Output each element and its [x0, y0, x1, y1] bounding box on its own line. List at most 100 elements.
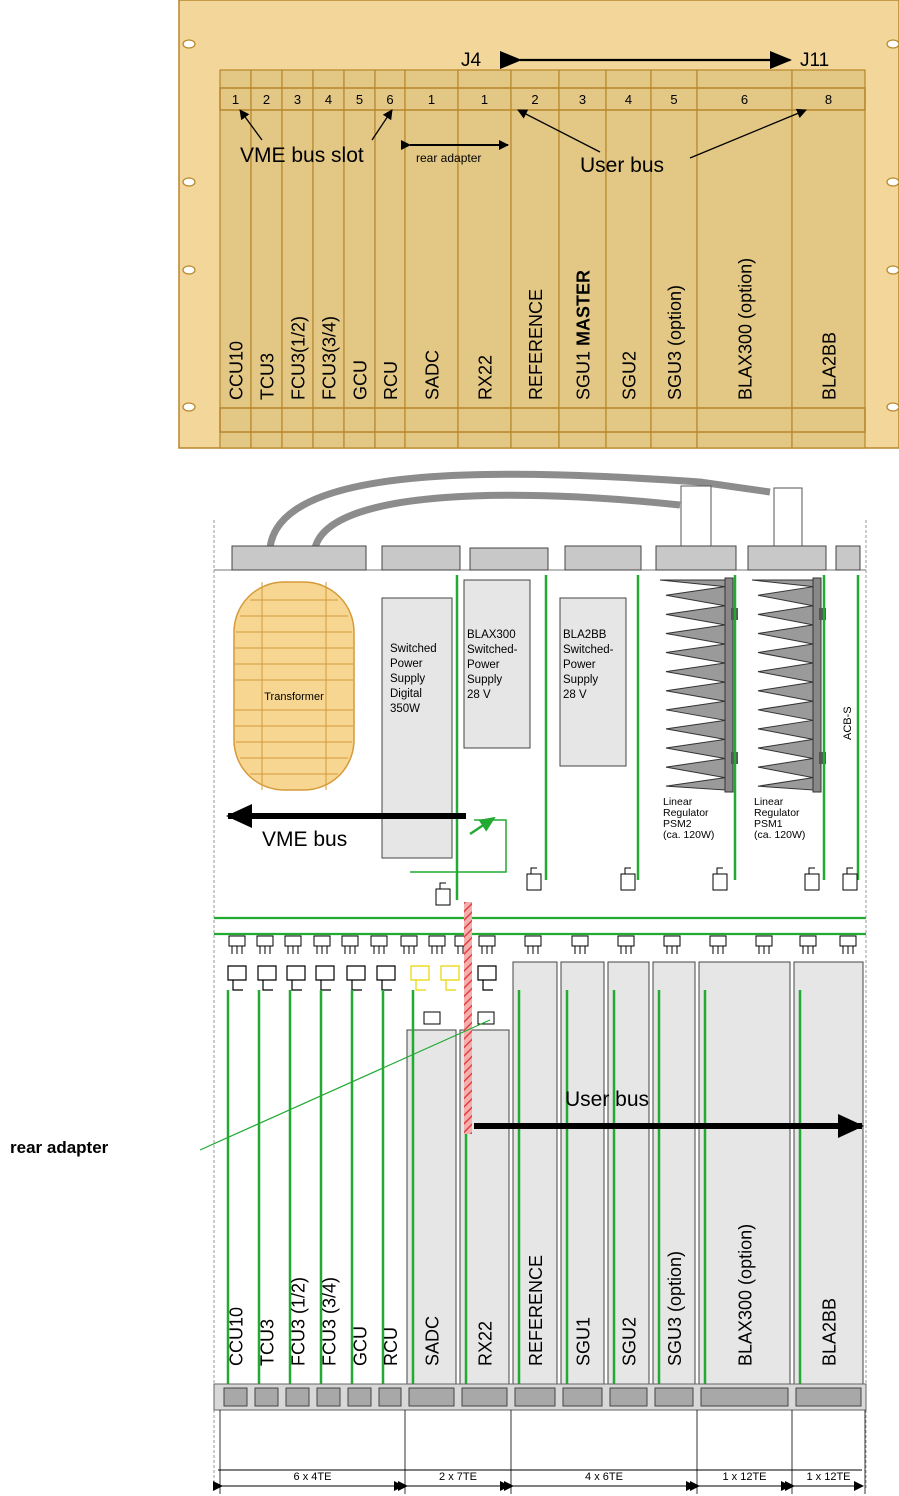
psu-label-line: Supply: [563, 674, 598, 686]
psu-label-line: Digital: [390, 688, 422, 700]
top-slot-column: [219, 69, 252, 449]
vme-slot-pointer-left: [239, 109, 263, 141]
bottom-card-label: BLAX300 (option): [736, 1224, 756, 1366]
top-card-label: REFERENCE: [526, 289, 546, 400]
top-slot-column: [510, 69, 560, 449]
backplane-lines: [214, 575, 866, 936]
card-connector: [410, 965, 430, 991]
backplane-connector: [478, 935, 496, 954]
slot-number: 1: [232, 92, 239, 107]
backplane-connector: [571, 935, 589, 954]
backplane-connector: [313, 935, 331, 954]
regulator-label-line: Linear: [663, 796, 693, 808]
vme-bus-slot-label: VME bus slot: [240, 144, 364, 167]
card-connector: [227, 965, 247, 991]
psu-label-line: BLAX300: [467, 629, 516, 641]
bottom-connector: [609, 1387, 648, 1407]
psu-connector: [435, 882, 451, 906]
heatsink: [751, 579, 814, 791]
mount-tab: [819, 608, 826, 620]
psu-blax300: [463, 579, 531, 749]
top-slot-columns: [219, 69, 866, 449]
top-card-label: BLAX300 (option): [736, 258, 756, 400]
bottom-card-label: TCU3: [258, 1319, 278, 1366]
backplane-connector: [284, 935, 302, 954]
top-slot-column: [791, 69, 866, 449]
backplane-connector: [663, 935, 681, 954]
slot-number: 4: [325, 92, 332, 107]
slot-number: 5: [670, 92, 677, 107]
card-body: [698, 961, 791, 1385]
connector-block: [655, 545, 737, 571]
rear-adapter-hatch: [464, 902, 472, 1134]
top-card-label: SGU3 (option): [665, 285, 685, 400]
transformer-body: [233, 581, 355, 791]
card-connector: [257, 965, 277, 991]
dimension-label: 1 x 12TE: [806, 1471, 850, 1483]
acb-s-label: ACB-S: [842, 706, 854, 740]
linear-regulators: [659, 577, 826, 793]
slot-number: 6: [741, 92, 748, 107]
mounting-hole: [886, 402, 899, 412]
bottom-connector: [223, 1387, 248, 1407]
top-card-label: SGU1 MASTER: [574, 270, 594, 400]
top-slot-column: [281, 69, 314, 449]
psu-label-line: Switched-: [467, 644, 518, 656]
top-card-label: TCU3: [258, 353, 278, 400]
mounting-hole: [182, 265, 196, 275]
bottom-card-label: GCU: [351, 1326, 371, 1366]
bottom-connector: [316, 1387, 341, 1407]
card-connector: [286, 965, 306, 991]
slot-number: 3: [294, 92, 301, 107]
mounting-hole: [886, 39, 899, 49]
backplane-connector: [799, 935, 817, 954]
top-card-label: RCU: [381, 361, 401, 400]
psu-label-line: Supply: [467, 674, 502, 686]
bottom-card-label: CCU10: [227, 1307, 247, 1366]
transformer: Transformer: [233, 581, 355, 791]
regulator-label-line: PSM2: [663, 818, 692, 830]
psu-labels: SwitchedPowerSupplyDigital350WBLAX300Swi…: [390, 629, 614, 715]
slot-number: 1: [428, 92, 435, 107]
heatsink-base: [724, 577, 734, 793]
top-card-label: CCU10: [227, 341, 247, 400]
bottom-connector: [514, 1387, 556, 1407]
bottom-connector: [378, 1387, 402, 1407]
psu-label-line: 28 V: [467, 689, 491, 701]
backplane-connector: [256, 935, 274, 954]
mounting-hole: [886, 265, 899, 275]
backplane-connector: [839, 935, 857, 954]
bottom-connector: [254, 1387, 279, 1407]
card-connector: [440, 965, 460, 991]
vme-bus-label: VME bus: [262, 828, 347, 851]
regulator-label-line: Linear: [754, 796, 784, 808]
card-body: [406, 1029, 457, 1385]
bottom-connector: [285, 1387, 310, 1407]
connector-block: [564, 545, 642, 571]
dimension-label: 6 x 4TE: [294, 1471, 332, 1483]
slot-number: 2: [263, 92, 270, 107]
vme-slot-pointer-right: [371, 109, 393, 141]
top-connectors: [231, 545, 861, 571]
backplane-connector: [400, 935, 418, 954]
master-label: MASTER: [574, 270, 594, 346]
backplane-connector: [524, 935, 542, 954]
backplane-connector: [370, 935, 388, 954]
mounting-holes: [182, 39, 899, 412]
card-connector: [346, 965, 366, 991]
regulator-label-line: (ca. 120W): [663, 829, 714, 841]
regulator-label-line: Regulator: [754, 807, 800, 819]
mounting-hole: [886, 177, 899, 187]
card-slots: [226, 961, 864, 1385]
bottom-card-label: FCU3 (1/2): [289, 1277, 309, 1366]
bottom-connector: [408, 1387, 455, 1407]
top-slot-column: [404, 69, 459, 449]
heatsink: [659, 579, 726, 791]
rear-adapter-leader: [199, 1019, 491, 1151]
bottom-card-label: BLA2BB: [820, 1298, 840, 1366]
backplane-connector: [228, 935, 246, 954]
